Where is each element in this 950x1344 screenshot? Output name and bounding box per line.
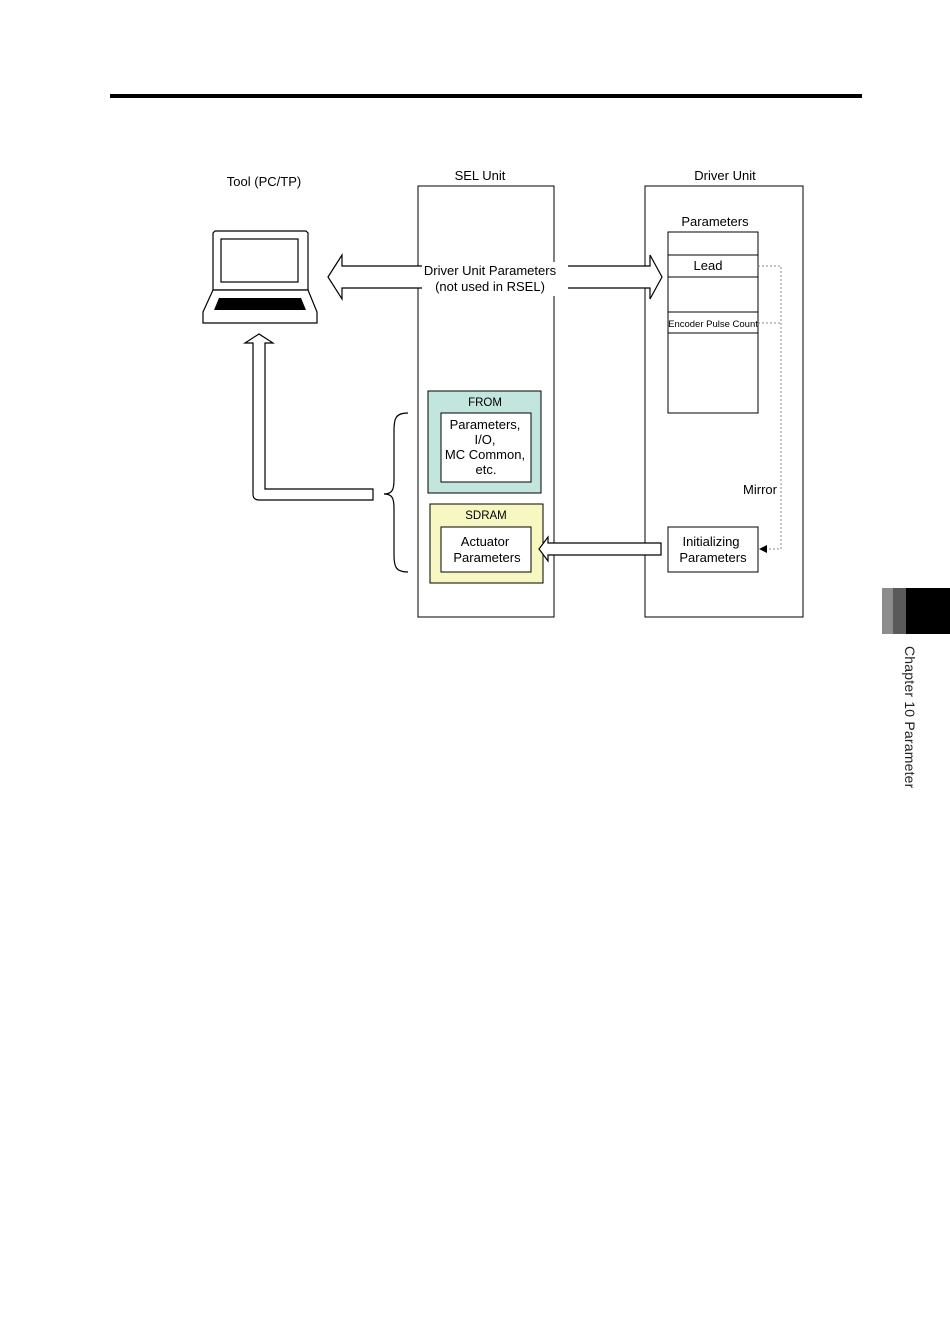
sdram-line1: Actuator	[461, 534, 510, 549]
arrow-label-line2: (not used in RSEL)	[435, 279, 545, 294]
brace-icon	[384, 413, 408, 572]
parameters-title: Parameters	[681, 214, 749, 229]
sdram-line2: Parameters	[453, 550, 521, 565]
from-line3: MC Common,	[445, 447, 525, 462]
mirror-label: Mirror	[743, 482, 778, 497]
chapter-tab-dark	[906, 588, 950, 634]
from-line4: etc.	[476, 462, 497, 477]
chapter-tab-mid	[893, 588, 906, 634]
arrow-label-line1: Driver Unit Parameters	[424, 263, 557, 278]
sdram-title: SDRAM	[465, 510, 507, 522]
from-line2: I/O,	[475, 432, 496, 447]
chapter-label: Chapter 10 Parameter	[898, 646, 918, 789]
init-line2: Parameters	[679, 550, 747, 565]
sel-unit-label: SEL Unit	[455, 168, 506, 183]
lead-label: Lead	[694, 258, 723, 273]
init-line1: Initializing	[682, 534, 739, 549]
encoder-label: Encoder Pulse Count	[668, 319, 758, 330]
from-line1: Parameters,	[450, 417, 521, 432]
upload-arrow-icon	[245, 334, 373, 500]
tool-label: Tool (PC/TP)	[227, 174, 301, 189]
init-to-sdram-arrow-icon	[539, 537, 661, 561]
from-title: FROM	[468, 397, 502, 409]
laptop-icon	[203, 231, 317, 323]
driver-unit-label: Driver Unit	[694, 168, 756, 183]
